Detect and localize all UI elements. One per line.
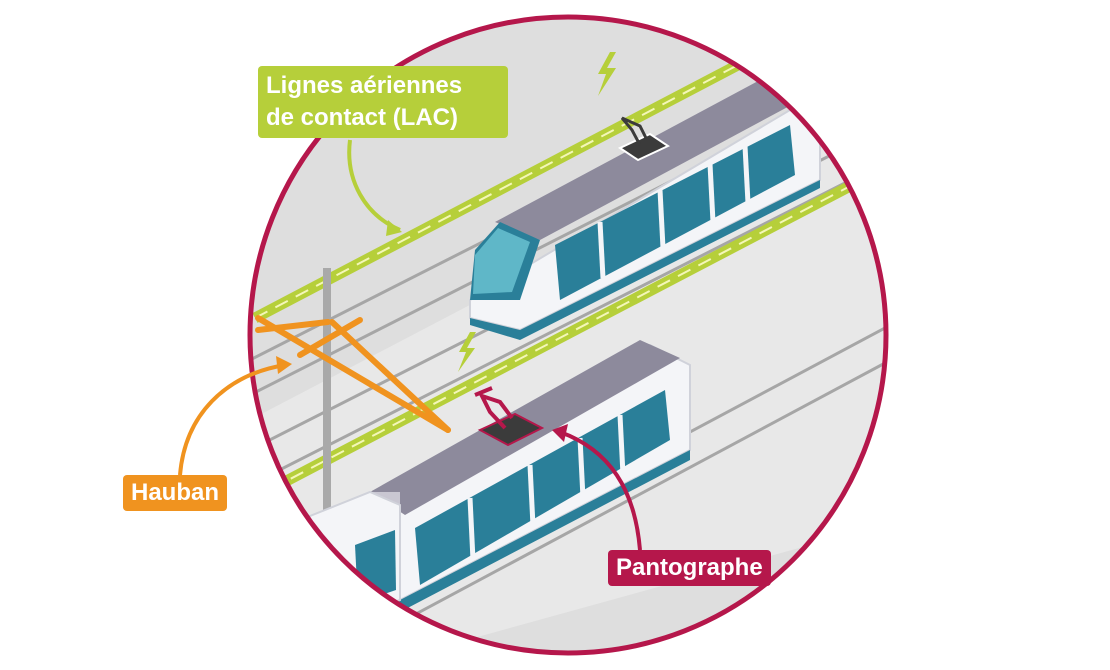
lac-label-line-1: Lignes aériennes [266,72,463,99]
lightning-bolt-icon [458,332,476,372]
hauban-arrowhead [276,356,292,374]
catenary-mast [323,268,331,518]
hauban-label: Hauban [123,475,228,511]
pantographe-label: Pantographe [608,550,771,586]
tram-front [299,340,691,621]
hauban-arrow [178,363,286,476]
lac-label-line-2: de contact (LAC) [266,104,458,131]
hauban-cantilever [255,315,451,433]
scene-frame [247,14,889,656]
pantographe-arrowhead [552,424,568,442]
lightning-bolt-icon [598,52,616,96]
pantograph-base [477,412,545,447]
pantographe-arrow [559,430,642,551]
lac-arrowhead [386,220,402,236]
pantograph-arm [478,392,514,430]
lac-label: Lignes aériennes de contact (LAC) [258,66,508,138]
